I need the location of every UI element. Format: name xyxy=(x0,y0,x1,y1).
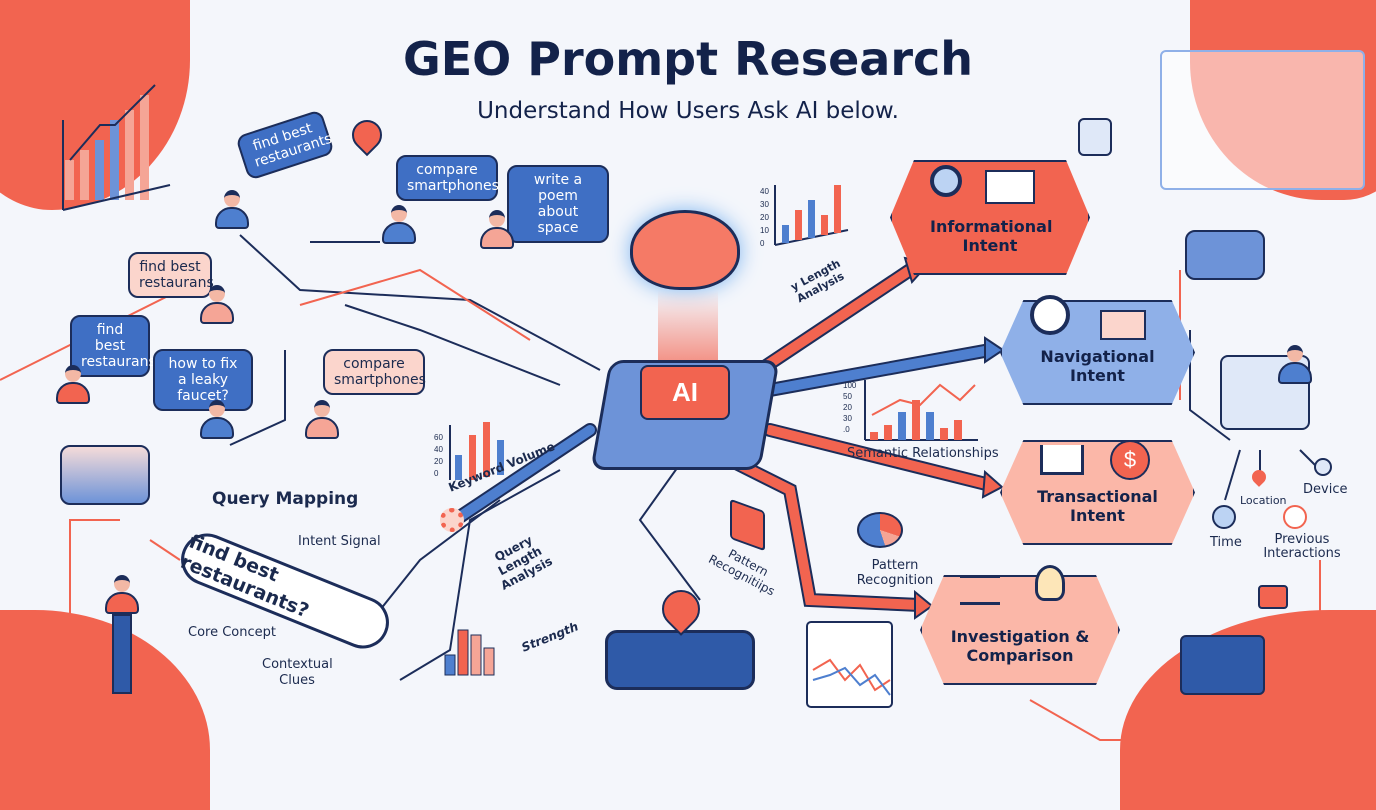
compass-icon xyxy=(1030,295,1070,335)
tick-label: 0 xyxy=(434,469,439,478)
book-icon xyxy=(985,170,1035,204)
map-icon xyxy=(1100,310,1146,340)
money-bag-icon: $ xyxy=(1110,440,1150,480)
top-chart-ticks: 40 30 20 10 0 xyxy=(760,185,769,250)
strength-bars-icon xyxy=(444,629,495,676)
lightbulb-icon xyxy=(1035,565,1065,601)
pattern-recognition-label: Pattern Recognition xyxy=(856,558,934,588)
speech-bubble: write a poem about space xyxy=(507,165,609,243)
speech-bubble: compare smartphones xyxy=(396,155,499,201)
time-label: Time xyxy=(1210,535,1242,550)
location-platform xyxy=(605,630,755,690)
contextual-clues-label: Contextual Clues xyxy=(262,657,333,688)
user-avatar xyxy=(200,285,234,325)
intent-signal-label: Intent Signal xyxy=(298,534,381,549)
tick-label: 0 xyxy=(760,239,765,248)
transactional-intent-node[interactable]: Transactional Intent xyxy=(1000,440,1195,545)
tick-label: 40 xyxy=(434,445,443,454)
tick-label: 60 xyxy=(434,433,443,442)
gear-icon xyxy=(440,508,464,532)
tick-label: 20 xyxy=(760,213,769,222)
speech-bubble: find best restaurans xyxy=(70,315,156,377)
user-avatar xyxy=(382,205,416,245)
user-avatar xyxy=(305,400,339,440)
semantic-bar-chart xyxy=(864,380,978,441)
computer-desk xyxy=(1180,635,1265,695)
user-avatar xyxy=(480,210,514,250)
semantic-ticks: 100 50 20 30 .0 xyxy=(843,380,856,435)
keyword-volume-chart xyxy=(449,422,504,480)
tick-label: 30 xyxy=(843,414,852,423)
ai-beam xyxy=(658,290,718,360)
hologram-platform xyxy=(60,445,150,505)
tick-label: 100 xyxy=(843,381,857,390)
intent-label: Investigation & Comparison xyxy=(950,627,1090,665)
intent-label: Informational Intent xyxy=(930,217,1053,255)
previous-interactions-label: Previous Interactions xyxy=(1263,532,1341,561)
profile-window xyxy=(1160,50,1365,190)
chat-icon xyxy=(1258,585,1288,609)
connector-lines xyxy=(0,234,1321,741)
pie-chart-icon xyxy=(857,512,903,548)
tick-label: 30 xyxy=(760,200,769,209)
speech-bubble: find best restaurans xyxy=(128,252,214,298)
user-avatar xyxy=(56,365,90,405)
settings-icon xyxy=(1078,118,1112,156)
core-concept-label: Core Concept xyxy=(188,625,276,640)
tick-label: 10 xyxy=(760,226,769,235)
ai-label: AI xyxy=(672,377,698,407)
page-title: GEO Prompt Research xyxy=(402,32,974,86)
query-mapping-title: Query Mapping xyxy=(212,489,359,509)
user-legs xyxy=(112,614,132,694)
location-label: Location xyxy=(1240,494,1287,507)
keyword-ticks: 60 40 20 0 xyxy=(434,432,443,480)
page-subtitle: Understand How Users Ask AI below. xyxy=(477,98,899,124)
user-avatar xyxy=(215,190,249,230)
line-chart-window xyxy=(806,621,893,708)
tick-label: 20 xyxy=(843,403,852,412)
user-avatar xyxy=(1278,345,1312,385)
user-with-tablet xyxy=(105,575,139,615)
intent-label: Transactional Intent xyxy=(1037,487,1158,525)
user-avatar xyxy=(200,400,234,440)
history-clock-icon xyxy=(1283,505,1307,529)
tick-label: 40 xyxy=(760,187,769,196)
speech-bubble: how to fix a leaky faucet? xyxy=(153,349,253,411)
intent-label: Navigational Intent xyxy=(1040,347,1155,385)
brain-icon xyxy=(630,210,740,290)
tick-label: .0 xyxy=(843,425,850,434)
speech-bubble: compare smartphones xyxy=(323,349,426,395)
hologram-platform xyxy=(1185,230,1265,280)
length-bar-chart xyxy=(774,185,849,246)
ai-chip-core: AI xyxy=(640,365,730,420)
tick-label: 20 xyxy=(434,457,443,466)
clock-icon xyxy=(1212,505,1236,529)
scales-icon xyxy=(960,575,1000,605)
device-label: Device xyxy=(1303,482,1348,497)
shopping-cart-icon xyxy=(1040,445,1084,475)
device-icon xyxy=(1314,458,1332,476)
magnifier-icon xyxy=(930,165,962,197)
semantic-relationships-label: Semantic Relationships xyxy=(847,446,999,461)
tick-label: 50 xyxy=(843,392,852,401)
trend-chart-icon xyxy=(62,84,171,211)
investigation-comparison-node[interactable]: Investigation & Comparison xyxy=(920,575,1120,685)
